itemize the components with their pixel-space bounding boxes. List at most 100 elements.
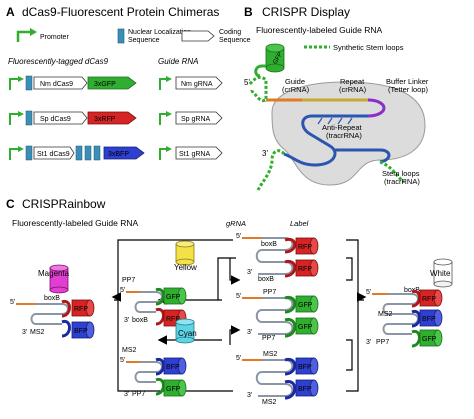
synthetic-stem-loop-3prime (256, 149, 286, 191)
pp7-label: PP7 (263, 289, 276, 296)
boxb-label: boxB (132, 317, 148, 324)
promoter-arrowhead-icon (18, 146, 24, 152)
magenta-swatch-top (49, 264, 69, 272)
pp7-label: PP7 (122, 277, 135, 284)
grna-label: Sp gRNA (181, 116, 211, 123)
rfp-label: RFP (166, 316, 180, 323)
pp7-label: PP7 (262, 335, 275, 342)
promoter-icon (9, 78, 20, 90)
complex-magenta: Magenta boxB 5' RFP BFP 3' MS2 (10, 264, 95, 339)
nls-block (93, 145, 101, 161)
complex-white: White boxB 5' RFP BFP GFP MS2 3' PP7 (366, 258, 453, 348)
guide-label-line2: (crRNA) (282, 85, 310, 94)
gfp-label: GFP (422, 336, 437, 343)
connector-mid-top-left (229, 258, 241, 285)
three-prime-label: 3' (247, 392, 252, 399)
three-prime-label: 3' (124, 391, 129, 398)
five-prime-label: 5' (236, 293, 241, 300)
complex-cyan: Cyan MS2 5' BFP GFP 3' PP7 (120, 318, 197, 398)
construct-row-2: Sp dCas9 3xRFP Sp gRNA (9, 110, 223, 126)
five-prime-label: 5' (236, 233, 241, 240)
connector-top-right (346, 239, 367, 302)
promoter-arrowhead-icon (18, 76, 24, 82)
gfp-label: GFP (298, 324, 313, 331)
fp-label: 3xRFP (94, 116, 116, 123)
rfp-barrel-end (309, 259, 319, 277)
bfp-label: BFP (298, 364, 312, 371)
panel-b-subtitle: Fluorescently-labeled Guide RNA (256, 25, 382, 35)
panel-a: A dCas9-Fluorescent Protein Chimeras Pro… (6, 5, 251, 161)
ms2-binding-arc (411, 309, 421, 328)
bfp-label: BFP (422, 316, 436, 323)
dcas9-coding-block (33, 76, 88, 90)
grna-scaffold (30, 303, 69, 325)
ms2-binding-arc (61, 319, 71, 338)
connector-bottom-right (346, 299, 364, 392)
promoter-icon (9, 148, 20, 160)
bfp-label: BFP (298, 386, 312, 393)
yellow-swatch-top (175, 240, 195, 248)
rfp-label: RFP (298, 244, 312, 251)
connector-mid-bottom-left (229, 325, 241, 345)
magenta-label: Magenta (38, 269, 70, 278)
grna-scaffold (134, 291, 163, 313)
promoter-icon (159, 78, 168, 90)
construct-row-1: Nm dCas9 3xGFP Nm gRNA (9, 75, 223, 91)
promoter-icon (159, 113, 168, 125)
five-prime-label: 5' (244, 78, 250, 87)
grna-scaffold (255, 297, 294, 335)
buffer-label-line2: (Tetter loop) (388, 85, 429, 94)
antirepeat-label-line1: Anti-Repeat (322, 123, 363, 132)
grna-block (175, 76, 223, 90)
five-prime-label: 5' (236, 355, 241, 362)
stemloops-label-line2: (tracrRNA) (384, 177, 420, 186)
gfp-label: GFP (298, 302, 313, 309)
white-swatch-bottom (433, 280, 453, 288)
antirepeat-label-line2: (tracrRNA) (326, 131, 362, 140)
legend-synthetic-stem-loops: Synthetic Stem loops (333, 43, 404, 52)
promoter-legend-icon (16, 30, 32, 42)
ms2-binding-arc (155, 357, 165, 376)
legend-promoter-label: Promoter (40, 34, 69, 41)
three-prime-label: 3' (247, 329, 252, 336)
rfp-label: RFP (298, 266, 312, 273)
dcas9-label: Nm dCas9 (40, 81, 73, 88)
bfp-barrel-end (433, 309, 443, 327)
three-prime-label: 3' (247, 269, 252, 276)
stemloops-label-line1: Stem loops (382, 169, 420, 178)
grna-scaffold (255, 359, 294, 397)
dcas9-label: Sp dCas9 (40, 116, 71, 123)
ms2-label: MS2 (30, 329, 45, 336)
panel-a-legend: Promoter Nuclear Localization Sequence C… (16, 28, 251, 44)
boxb-binding-arc (284, 259, 297, 278)
grna-block (175, 146, 223, 160)
panel-c: C CRISPRainbow Fluorescently-labeled Gui… (6, 197, 453, 406)
nls-legend-icon (117, 28, 125, 44)
gfp-barrel: GFP (265, 43, 285, 73)
three-prime-label: 3' (22, 329, 27, 336)
ms2-label: MS2 (263, 351, 278, 358)
fp-label: 3xBFP (108, 151, 129, 158)
rfp-barrel-end (85, 299, 95, 317)
promoter-arrowhead-icon (166, 76, 172, 82)
gfp-barrel-end (309, 295, 319, 313)
boxb-label: boxB (261, 241, 277, 248)
three-prime-label: 3' (366, 339, 371, 346)
grna-label: Nm gRNA (181, 81, 213, 88)
dcas9-coding-block (33, 146, 75, 160)
gfp-label: GFP (166, 294, 181, 301)
gfp-barrel-bottom (265, 63, 285, 73)
grna-label: St1 gRNA (179, 151, 210, 158)
nls-block (75, 145, 83, 161)
boxb-binding-arc (284, 237, 297, 254)
grna-scaffold (134, 361, 163, 383)
complex-bottom-bfp: 5' MS2 3' MS2 BFP BFP (236, 351, 319, 406)
legend-nls-line2: Sequence (128, 37, 160, 44)
ms2-label: MS2 (378, 311, 393, 318)
label-column-label: Label (290, 219, 309, 228)
cyan-swatch-bottom (175, 336, 195, 344)
gfp-barrel-end (177, 287, 187, 305)
grna-scaffold (255, 237, 294, 275)
ms2-binding-arc (284, 357, 297, 376)
